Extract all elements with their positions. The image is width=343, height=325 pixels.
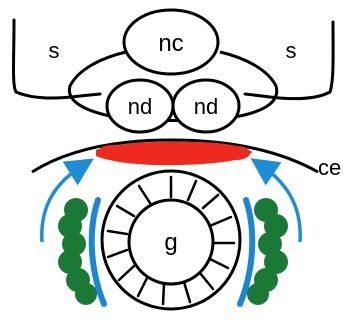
red-band-blob-4 [222, 146, 250, 160]
coelomic-epithelium-label: ce [318, 155, 341, 180]
green-cells-right [247, 198, 288, 305]
notochord-label: nc [158, 30, 183, 57]
somite-right-label: s [286, 38, 297, 63]
notochord-shape [122, 8, 220, 76]
neural-outline [67, 50, 279, 122]
green-cells-left [58, 198, 97, 305]
red-band-blob-1 [98, 145, 126, 159]
coelomic-epithelium-line [31, 138, 319, 174]
blue-arrow-left [40, 158, 94, 243]
gut-lumen [127, 198, 215, 286]
red-band-blob-2 [130, 148, 170, 164]
blue-arrow-right [250, 158, 302, 243]
blue-lining-right [237, 197, 256, 307]
neural-duct-left-label: nd [128, 94, 152, 119]
body-outline-right [243, 20, 335, 101]
neural-duct-right-label: nd [194, 94, 218, 119]
neural-duct-right-shape [171, 78, 241, 134]
somite-left-label: s [49, 38, 60, 63]
body-outline [12, 18, 102, 100]
gut-label: g [164, 229, 177, 256]
red-band-blob-3 [173, 148, 217, 164]
blue-lining-left [88, 197, 107, 307]
gut-radial-lines [106, 175, 236, 306]
